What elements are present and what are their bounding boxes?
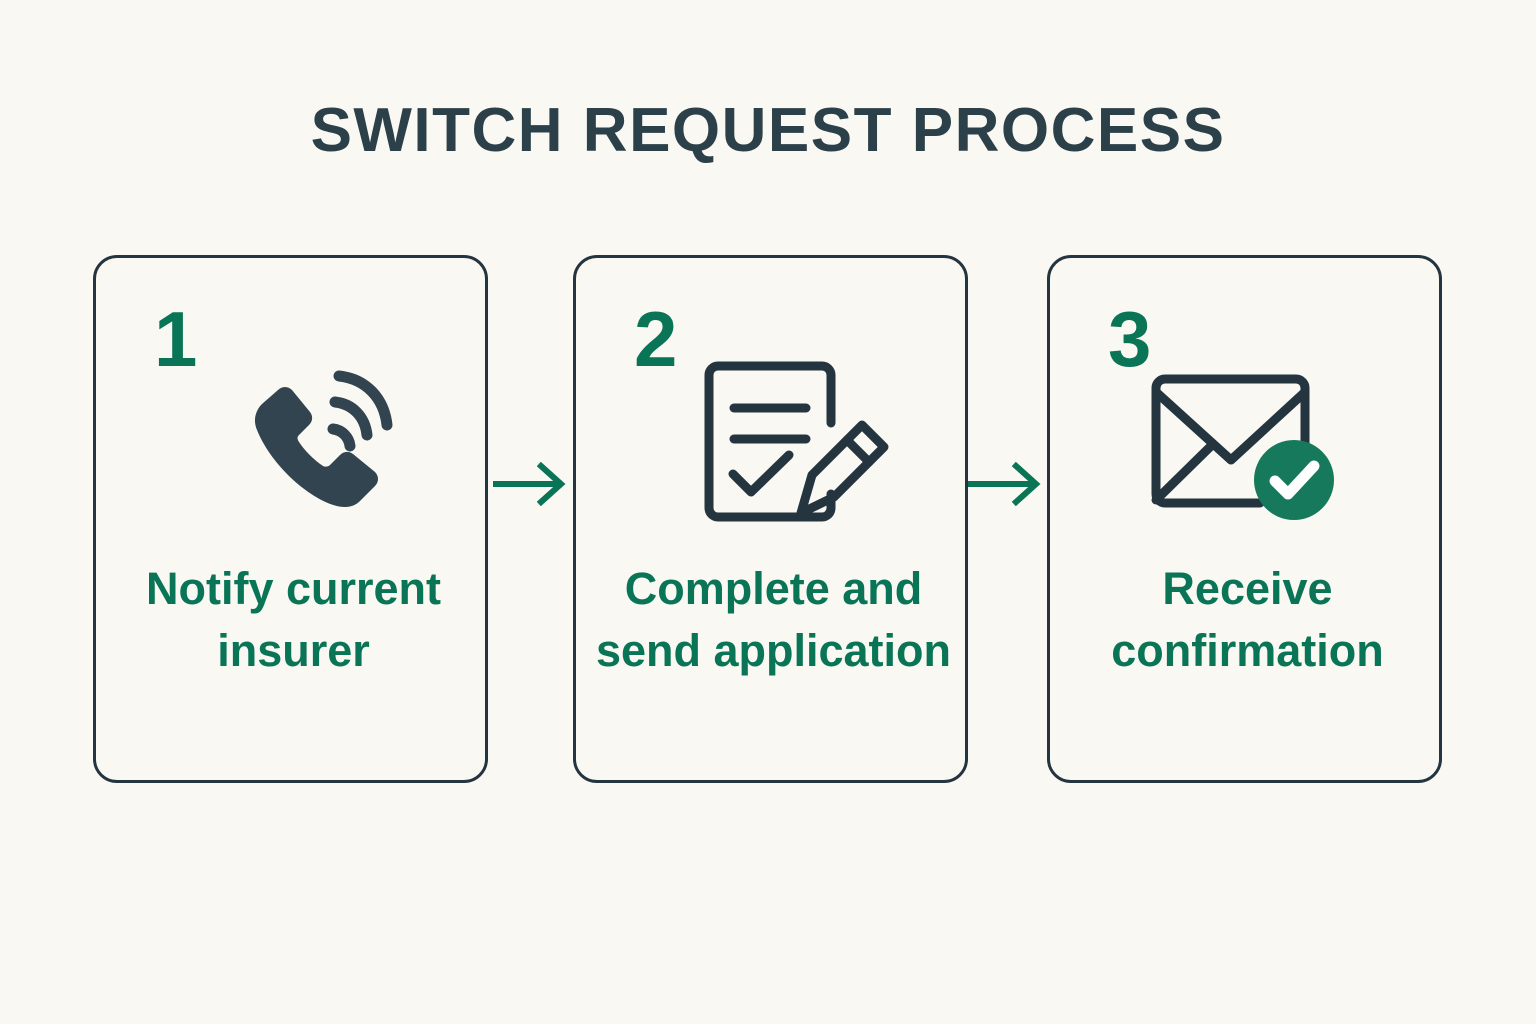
step-1-icon-slot	[96, 353, 491, 543]
step-label-3: Receive confirmation	[1111, 563, 1384, 676]
step-label-2: Complete and send application	[595, 563, 952, 676]
step-number-2: 2	[634, 295, 678, 383]
step-card-1[interactable]: 1 Notify current insurer	[93, 255, 488, 783]
arrow-step2-to-step3	[965, 461, 1044, 507]
step-2-icon-slot	[576, 353, 971, 543]
step-card-3[interactable]: 3 Receive confirmation	[1047, 255, 1442, 783]
step-label-1: Notify current insurer	[145, 563, 442, 676]
step-number-3: 3	[1108, 295, 1152, 383]
phone-call-icon	[254, 370, 392, 507]
envelope-check-icon	[1151, 374, 1334, 520]
arrow-step1-to-step2	[490, 461, 569, 507]
step-card-2[interactable]: 2	[573, 255, 968, 783]
page-title: SWITCH REQUEST PROCESS	[310, 96, 1226, 165]
step-number-1: 1	[154, 295, 198, 383]
document-edit-icon	[704, 361, 888, 521]
process-steps-row: 1 Notify current insurer	[93, 255, 1443, 785]
step-3-icon-slot	[1050, 353, 1445, 543]
